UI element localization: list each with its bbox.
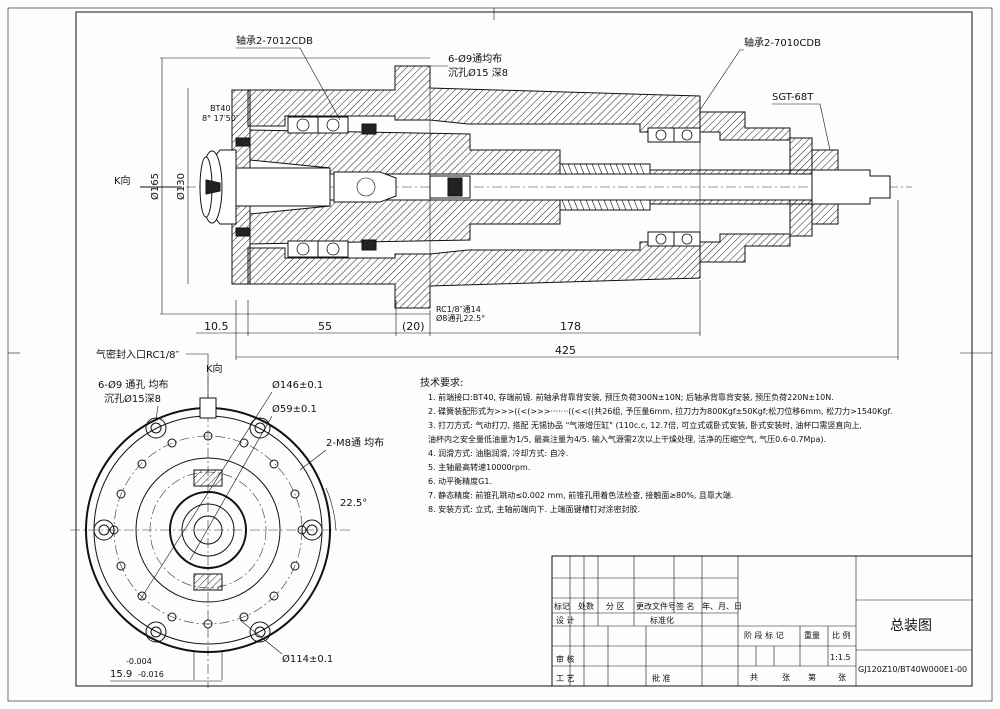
label-holes-end-2: 沉孔Ø15深8 [104,392,161,405]
tech-req-item: 6. 动平衡精度G1. [428,476,492,486]
tech-req-item: 3. 打刀方式: 气动打刀, 搭配 无锡协品 "气液增压缸" (110c.c, … [428,420,862,430]
rev-header-count: 处数 [578,601,594,611]
dim-178: 178 [560,320,581,333]
tech-req-item: 7. 静态精度: 前锥孔跳动≤0.002 mm, 前锥孔用着色法检查, 接触面≥… [428,490,733,500]
drawing-number: GJ120Z10/BT40W000E1-00 [858,665,967,674]
label-review: 审 核 [556,654,575,664]
label-tol-bot: -0.016 [138,670,164,679]
tech-req-item: 8. 安装方式: 立式, 主轴前端向下. 上端面键槽钉对涂密封胶. [428,504,640,514]
label-process: 工 艺 [556,674,575,683]
label-d114: Ø114±0.1 [282,653,333,665]
label-air-seal: 气密封入口RC1/8″ [96,348,180,361]
tech-req-item: 油杯内之安全量低油量为1/5, 最高注量为4/5. 输入气源需2次以上干燥处理,… [428,434,826,444]
rev-header-doc: 更改文件号 [636,601,676,611]
inner-frame [75,11,973,687]
spindle-section-view [186,65,912,309]
tech-req-item: 4. 润滑方式: 油脂润滑, 冷却方式: 自冷. [428,448,568,458]
label-tol-top: -0.004 [126,657,152,666]
dim-55: 55 [318,320,332,333]
drawing-title: 总装图 [890,618,932,634]
weight-header: 重量 [804,630,820,640]
tech-req-item: 5. 主轴最高转速10000rpm. [428,462,530,472]
label-k-view: K向 [114,174,131,187]
scale-value: 1:1.5 [830,653,851,662]
label-m8: 2-M8通 均布 [326,437,384,449]
technical-requirements: 技术要求: 1. 前端接口:BT40, 存端前镜. 前轴承背靠背安装, 预压负荷… [420,376,892,514]
label-k-view-bottom: K向 [206,362,223,375]
label-d146: Ø146±0.1 [272,379,323,391]
label-bt40: BT40 [210,104,231,113]
label-rc-note-2: Ø8通孔22.5° [436,313,485,323]
label-d130: Ø130 [175,173,187,200]
label-bearing-front: 轴承2-7012CDB [236,34,313,47]
dim-10-5: 10.5 [204,320,229,333]
label-angle-22-5: 22.5° [340,498,367,509]
tech-req-item: 1. 前端接口:BT40, 存端前镜. 前轴承背靠背安装, 预压负荷300N±1… [428,392,834,402]
dim-425: 425 [555,344,576,357]
label-standardize: 标准化 [650,615,674,625]
dim-20: (20) [402,320,425,333]
outer-frame [7,7,993,702]
sheet-total-label: 共 [750,673,758,682]
end-view-k: 气密封入口RC1/8″ K向 [70,348,384,688]
section-annotations: 轴承2-7012CDB 6-Ø9通均布 沉孔Ø15 深8 轴承2-7010CDB… [114,34,831,323]
rev-header-mark: 标记 [554,601,570,611]
sheet-total-unit: 张 [782,673,790,682]
label-holes-front-2: 沉孔Ø15 深8 [448,66,508,79]
label-holes-end-1: 6-Ø9 通孔 均布 [98,379,169,391]
scale-header: 比 例 [832,630,851,640]
label-approve: 批 准 [652,673,671,683]
sheet-num-label: 第 [808,672,816,682]
label-holes-front-1: 6-Ø9通均布 [448,53,502,65]
label-design: 设 计 [556,615,575,625]
label-angle: 8° 17′50″ [202,114,239,123]
title-block: 标记 处数 分 区 更改文件号 签 名 年、月、日 设 计 标准化 审 核 工 … [551,555,973,687]
label-d165: Ø165 [149,173,161,200]
sheet-num-unit: 张 [838,673,846,682]
rev-header-zone: 分 区 [606,602,625,611]
dimension-lines: 10.5 55 (20) 178 425 [196,200,899,360]
label-rc-note-1: RC1/8″通14 [436,304,481,314]
stage-header: 阶 段 标 记 [744,630,784,640]
tech-req-item: 2. 碟簧装配形式为>>>((<(>>>·······((<<((共26组, 予… [428,406,892,416]
label-bearing-rear: 轴承2-7010CDB [744,36,821,49]
rev-header-sign: 签 名 [676,601,695,611]
label-sgt: SGT-68T [772,92,814,103]
label-tol-main: 15.9 [110,669,132,680]
label-d59: Ø59±0.1 [272,403,317,415]
rev-header-date: 年、月、日 [702,601,742,611]
tech-req-title: 技术要求: [420,376,463,389]
